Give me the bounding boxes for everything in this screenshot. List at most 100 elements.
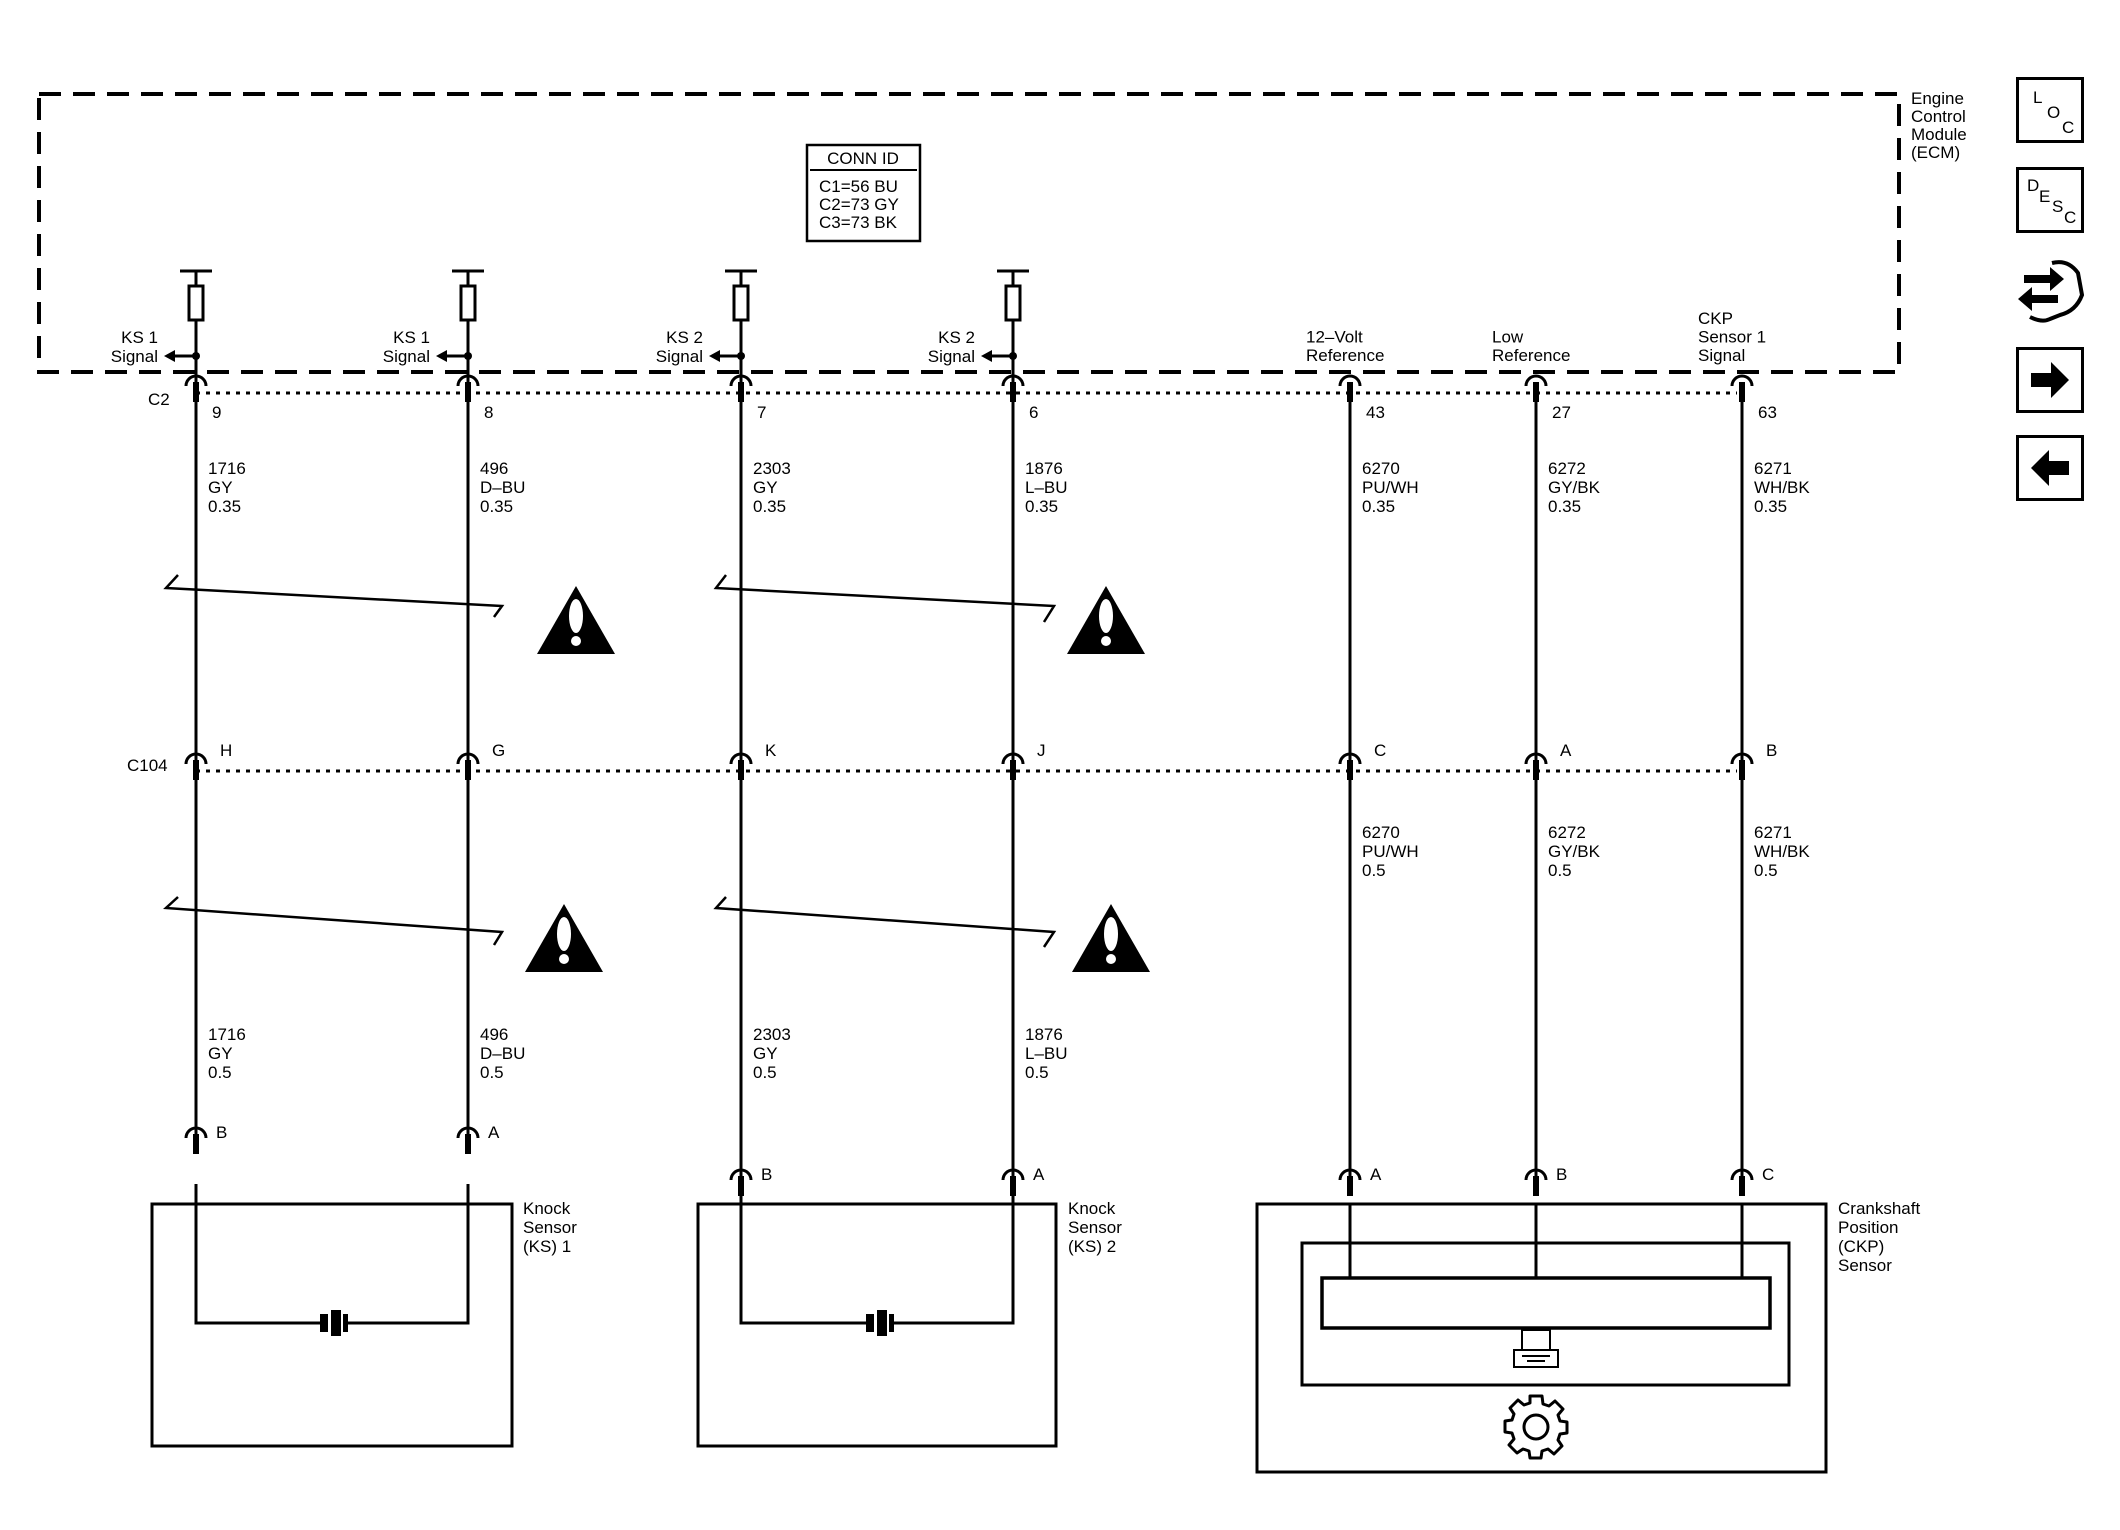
caution-icon [525, 904, 603, 972]
sensor-pin-letter: B [216, 1123, 227, 1142]
svg-text:Knock: Knock [523, 1199, 571, 1218]
previous-button[interactable] [2016, 435, 2084, 501]
c104-pin [1730, 752, 1754, 765]
resistor [732, 284, 750, 322]
svg-text:Sensor: Sensor [1838, 1256, 1892, 1275]
ecm-pin-label: Reference [1492, 346, 1570, 365]
svg-text:Knock: Knock [1068, 1199, 1116, 1218]
svg-text:(ECM): (ECM) [1911, 143, 1960, 162]
ecm-pin-label: Signal [656, 347, 703, 366]
knock-sensor-2: Knock Sensor (KS) 2 [696, 1184, 1122, 1448]
sensor-pin [1730, 1168, 1754, 1181]
c2-pin [184, 374, 208, 387]
sensor-pin [729, 1168, 753, 1181]
svg-text:(KS) 2: (KS) 2 [1068, 1237, 1116, 1256]
svg-text:(KS) 1: (KS) 1 [523, 1237, 571, 1256]
wire-label: 6270 [1362, 459, 1400, 478]
c2-pin [729, 374, 753, 387]
wire-label: 0.5 [1362, 861, 1386, 880]
wire-label: L–BU [1025, 478, 1068, 497]
c104-pin-letter: C [1374, 741, 1386, 760]
c104-connector-label: C104 [127, 756, 168, 775]
wire-label: 6271 [1754, 823, 1792, 842]
wire-label: 496 [480, 459, 508, 478]
caution-icon [1067, 586, 1145, 654]
wire-label: 0.35 [1362, 497, 1395, 516]
wire-label: PU/WH [1362, 478, 1419, 497]
wire-label: 6270 [1362, 823, 1400, 842]
c104-pin-letter: K [765, 741, 777, 760]
ecm-pin-label: KS 1 [121, 328, 158, 347]
c104-pin [1524, 752, 1548, 765]
c2-pin-number: 7 [757, 403, 766, 422]
circuit-ckp_low: LowReference276272GY/BK0.35A6272GY/BK0.5… [1492, 328, 1601, 1196]
c2-pin-number: 6 [1029, 403, 1038, 422]
sensor-pin [184, 1126, 208, 1139]
wire-label: 0.35 [208, 497, 241, 516]
svg-text:Control: Control [1911, 107, 1966, 126]
wire-label: 0.5 [208, 1063, 232, 1082]
sensor-pin [1338, 1168, 1362, 1181]
wire-label: 0.5 [753, 1063, 777, 1082]
svg-text:Module: Module [1911, 125, 1967, 144]
resistor [459, 284, 477, 322]
sensor-pin-letter: A [488, 1123, 500, 1142]
sensor-pin-letter: A [1033, 1165, 1045, 1184]
wire-label: GY [208, 478, 233, 497]
wire-label: 0.35 [1548, 497, 1581, 516]
c2-pin [1338, 374, 1362, 387]
ecm-pin-label: CKP [1698, 309, 1733, 328]
wire-label: 496 [480, 1025, 508, 1044]
location-button[interactable]: L O C [2016, 77, 2084, 143]
ecm-pin-label: Signal [928, 347, 975, 366]
c104-pin-letter: H [220, 741, 232, 760]
circuit-ckp_ref: 12–VoltReference436270PU/WH0.35C6270PU/W… [1306, 328, 1419, 1196]
description-button[interactable]: D E S C [2016, 167, 2084, 233]
svg-text:(CKP): (CKP) [1838, 1237, 1884, 1256]
wire-label: 0.5 [480, 1063, 504, 1082]
c2-connector-label: C2 [148, 390, 170, 409]
ecm-title: Engine Control Module (ECM) [1911, 89, 1967, 162]
wire-label: 6271 [1754, 459, 1792, 478]
svg-text:Crankshaft: Crankshaft [1838, 1199, 1920, 1218]
signal-arrow-icon [981, 350, 992, 362]
ecm-pin-label: Signal [383, 347, 430, 366]
c104-pin [1338, 752, 1362, 765]
arrow-left-icon [2031, 450, 2069, 486]
sensor-pin [1001, 1168, 1025, 1181]
sensor-pin [1524, 1168, 1548, 1181]
c104-pin [729, 752, 753, 765]
crankshaft-position-sensor: Crankshaft Position (CKP) Sensor [1255, 1199, 1920, 1474]
wire-label: 0.5 [1754, 861, 1778, 880]
signal-arrow-icon [164, 350, 175, 362]
arrow-right-icon [2031, 362, 2069, 398]
ecm-pin-label: Signal [1698, 346, 1745, 365]
sensor-pin-letter: C [1762, 1165, 1774, 1184]
wire-label: GY/BK [1548, 478, 1601, 497]
connector-tools-icon[interactable] [2016, 255, 2086, 327]
ecm-pin-label: KS 2 [938, 328, 975, 347]
wire-label: GY [753, 478, 778, 497]
wire-label: 1716 [208, 1025, 246, 1044]
signal-arrow-icon [436, 350, 447, 362]
wire-label: 0.35 [480, 497, 513, 516]
ecm-pin-label: 12–Volt [1306, 328, 1363, 347]
c104-pin [456, 752, 480, 765]
c2-pin-number: 27 [1552, 403, 1571, 422]
c104-pin-letter: A [1560, 741, 1572, 760]
c104-pin [1001, 752, 1025, 765]
wire-label: 6272 [1548, 459, 1586, 478]
ecm-pin-label: KS 1 [393, 328, 430, 347]
wire-label: 0.35 [1754, 497, 1787, 516]
c2-pin [1524, 374, 1548, 387]
next-button[interactable] [2016, 347, 2084, 413]
signal-arrow-icon [709, 350, 720, 362]
ecm-pin-label: KS 2 [666, 328, 703, 347]
gear-icon [1503, 1394, 1569, 1460]
wire-label: PU/WH [1362, 842, 1419, 861]
svg-text:Engine: Engine [1911, 89, 1964, 108]
